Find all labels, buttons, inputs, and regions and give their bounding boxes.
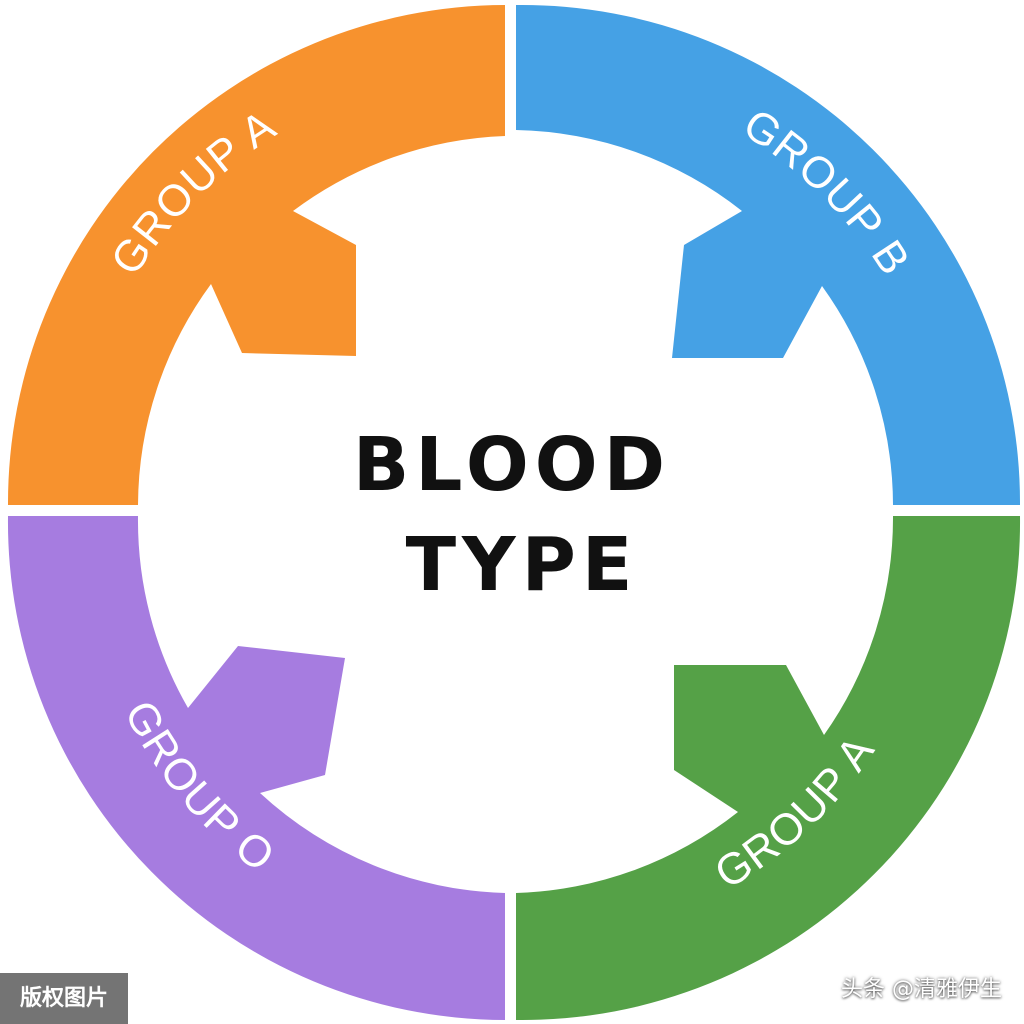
segment-group-ab-shape [516,516,1021,1021]
segment-group-o-shape [7,516,506,1020]
segment-group-b: GROUP B [516,4,1021,505]
segment-group-a-shape [7,5,506,505]
segment-group-b-shape [516,4,1021,505]
segment-group-o: GROUP O [7,516,506,1020]
watermark-text: 头条 @清雅伊生 [841,977,1002,1002]
copyright-badge: 版权图片 [0,973,128,1024]
center-title-line2: TYPE [406,522,639,608]
center-title-line1: BLOOD [353,422,671,508]
